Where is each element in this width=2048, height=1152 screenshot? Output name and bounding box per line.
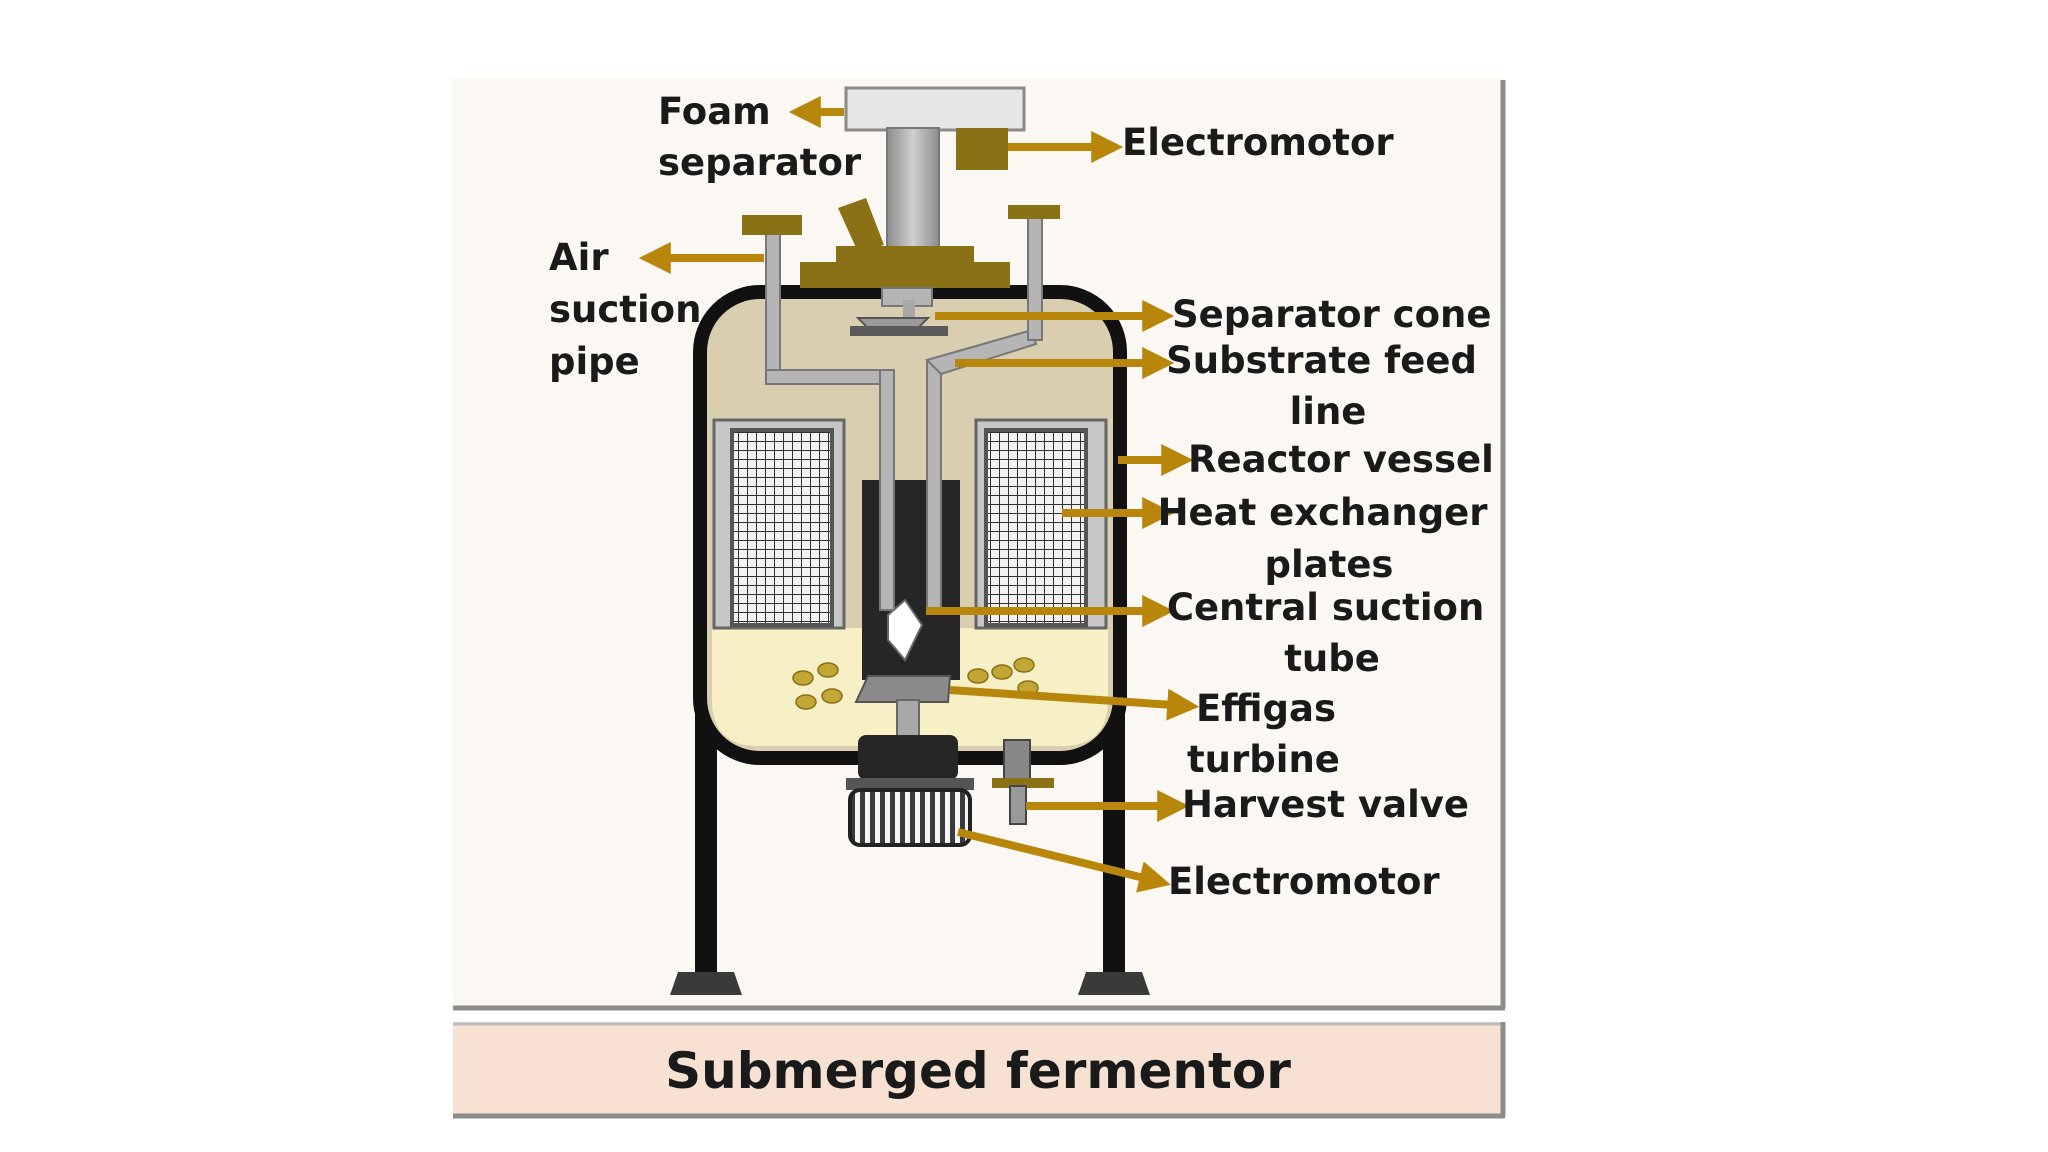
- label-heat-exchanger-plates: Heat exchanger plates: [1158, 491, 1501, 586]
- arrow-electromotor-bottom: [957, 828, 1171, 893]
- caption-title: Submerged fermentor: [665, 1042, 1291, 1100]
- electromotor-top: [956, 128, 1008, 170]
- internal-pipes: [765, 214, 1043, 611]
- label-separator-cone: Separator cone: [1172, 293, 1491, 336]
- caption-bar: Submerged fermentor: [453, 1022, 1506, 1119]
- label-foam-separator: Foam separator: [658, 90, 862, 184]
- label-harvest-valve: Harvest valve: [1182, 783, 1469, 826]
- label-substrate-feed-line: Substrate feed line: [1166, 339, 1490, 433]
- label-central-suction-tube: Central suction tube: [1167, 586, 1497, 680]
- label-effigas-turbine: Effigas turbine: [1187, 687, 1349, 781]
- harvest-valve: [992, 739, 1054, 825]
- label-reactor-vessel: Reactor vessel: [1188, 438, 1494, 481]
- label-electromotor-bottom: Electromotor: [1168, 860, 1440, 903]
- separator-cone: [850, 300, 948, 336]
- label-electromotor-top: Electromotor: [1122, 121, 1394, 164]
- effigas-turbine: [854, 675, 952, 741]
- fermentor-legs: [670, 700, 1150, 995]
- electromotor-bottom: [846, 735, 974, 847]
- foam-particles: [792, 657, 1039, 710]
- arrow-effigas-turbine: [949, 686, 1200, 721]
- pipe-caps: [742, 205, 1060, 235]
- label-arrows: [638, 96, 1200, 893]
- heat-exchanger-plates: [712, 418, 1108, 630]
- central-suction-tube: [862, 480, 960, 680]
- foam-separator: [800, 86, 1026, 307]
- label-air-suction-pipe: Air suction pipe: [549, 236, 714, 383]
